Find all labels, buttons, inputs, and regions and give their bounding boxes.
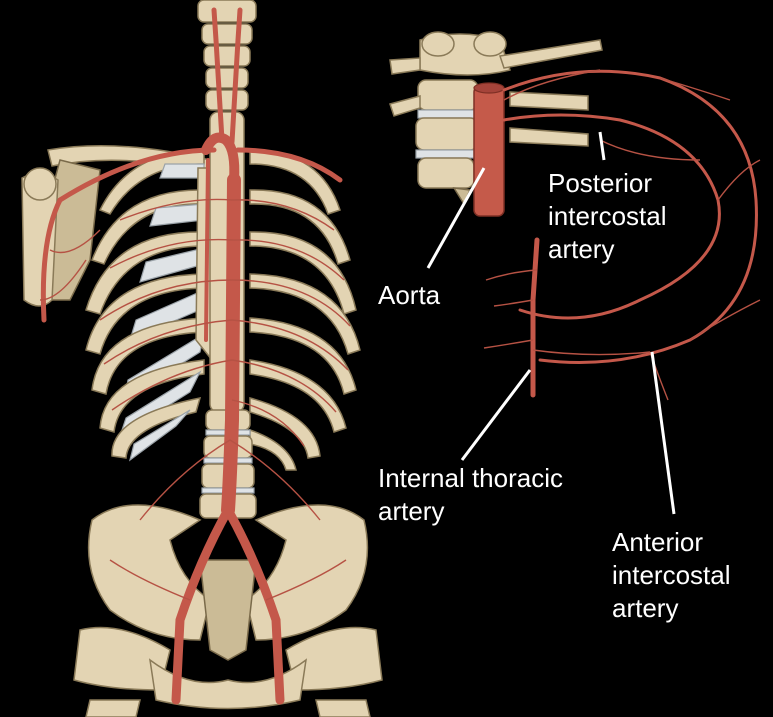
aorta-text: Aorta: [378, 280, 441, 310]
posterior-line-2: intercostal: [548, 201, 667, 231]
cervical-spine: [197, 0, 257, 111]
aorta-pointer: [426, 167, 486, 269]
anterior-intercostal-label: Anterior intercostal artery: [612, 526, 731, 625]
internal-line-1: Internal thoracic: [378, 463, 563, 493]
pelvis: [73, 504, 383, 717]
posterior-intercostal-label: Posterior intercostal artery: [548, 167, 667, 266]
anterior-line-3: artery: [612, 593, 679, 623]
posterior-line-1: Posterior: [548, 168, 653, 198]
arterial-tree: [39, 7, 351, 705]
posterior-pointer: [598, 131, 606, 161]
detail-figure: [389, 31, 761, 515]
internal-line-2: artery: [378, 496, 445, 526]
internal-pointer: [460, 369, 532, 461]
detail-arteries: [483, 69, 761, 401]
aorta-label: Aorta: [378, 279, 440, 312]
posterior-line-3: artery: [548, 234, 615, 264]
anterior-pointer: [650, 351, 676, 515]
aorta-segment: [473, 82, 505, 217]
skeleton-figure: [21, 0, 383, 717]
pointer-lines: [426, 131, 676, 515]
anterior-line-1: Anterior: [612, 527, 704, 557]
internal-thoracic-label: Internal thoracic artery: [378, 462, 563, 528]
anterior-line-2: intercostal: [612, 560, 731, 590]
detail-vertebrae: [389, 31, 603, 206]
